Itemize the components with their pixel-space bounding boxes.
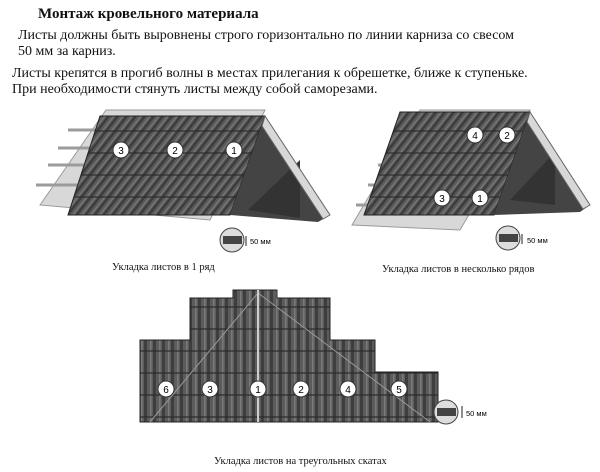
sheet-number-3: 3	[201, 380, 219, 398]
overhang-detail: 50 мм	[219, 227, 271, 253]
page-title: Монтаж кровельного материала	[38, 6, 259, 22]
svg-text:3: 3	[207, 385, 213, 396]
figure-multiple-rows: 4 2 3 1 50 мм	[351, 109, 591, 251]
instruction-line-4: При необходимости стянуть листы между со…	[12, 82, 378, 97]
svg-text:50 мм: 50 мм	[527, 236, 548, 245]
figure-single-row: 3 2 1 50 мм	[36, 109, 331, 253]
svg-text:2: 2	[298, 385, 304, 396]
overhang-detail: 50 мм	[433, 399, 487, 425]
svg-text:1: 1	[477, 194, 483, 205]
sheet-number-1: 1	[249, 380, 267, 398]
sheet-number-1: 1	[471, 189, 489, 207]
gable-side	[494, 112, 590, 215]
figure-triangular-slopes: 6 3 1 2 4 5 50 мм	[139, 289, 487, 425]
svg-text:4: 4	[472, 131, 478, 142]
sheet-number-1: 1	[225, 141, 243, 159]
overhang-detail: 50 мм	[495, 225, 548, 251]
svg-text:2: 2	[504, 131, 510, 142]
slope-line-right	[257, 292, 431, 423]
gable-opening	[510, 152, 555, 205]
svg-text:3: 3	[439, 194, 445, 205]
gable-opening	[248, 160, 300, 218]
instruction-line-2: 50 мм за карниз.	[18, 44, 116, 59]
slope-line-left	[149, 292, 259, 423]
svg-text:4: 4	[345, 385, 351, 396]
svg-text:1: 1	[255, 385, 261, 396]
sheet-number-2: 2	[498, 126, 516, 144]
svg-text:6: 6	[163, 385, 169, 396]
roof-sheets	[139, 289, 439, 423]
svg-text:3: 3	[118, 146, 124, 157]
svg-text:2: 2	[172, 146, 178, 157]
sheet-number-6: 6	[157, 380, 175, 398]
instruction-line-3: Листы крепятся в прогиб волны в местах п…	[12, 66, 528, 81]
svg-text:50 мм: 50 мм	[250, 237, 271, 246]
sheet-number-2: 2	[292, 380, 310, 398]
sheet-number-2: 2	[166, 141, 184, 159]
sheet-number-3: 3	[433, 189, 451, 207]
svg-text:50 мм: 50 мм	[466, 409, 487, 418]
gable-trim	[526, 110, 591, 210]
sheet-number-5: 5	[390, 380, 408, 398]
caption-triangular-slopes: Укладка листов на треугольных скатах	[214, 456, 387, 467]
gable-side	[230, 116, 330, 222]
instruction-line-1: Листы должны быть выровнены строго гориз…	[18, 28, 515, 43]
caption-single-row: Укладка листов в 1 ряд	[112, 262, 215, 273]
caption-multiple-rows: Укладка листов в несколько рядов	[382, 264, 535, 275]
gable-trim	[261, 114, 331, 220]
svg-text:5: 5	[396, 385, 402, 396]
sheet-number-4: 4	[339, 380, 357, 398]
sheet-number-4: 4	[466, 126, 484, 144]
svg-text:1: 1	[231, 146, 237, 157]
sheet-number-3: 3	[112, 141, 130, 159]
